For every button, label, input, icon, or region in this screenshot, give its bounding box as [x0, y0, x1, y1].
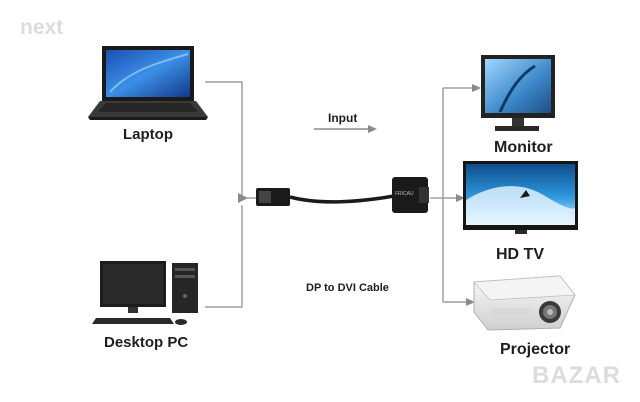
laptop-icon — [88, 46, 208, 120]
monitor-label: Monitor — [494, 139, 553, 156]
cable-label: DP to DVI Cable — [306, 282, 389, 294]
input-arrow-icon — [314, 125, 377, 133]
input-label: Input — [328, 111, 358, 125]
tv-arrow-icon — [456, 194, 465, 202]
monitor-icon — [481, 55, 555, 131]
projector-arrow-icon — [466, 298, 475, 306]
laptop-label: Laptop — [123, 126, 173, 143]
connection-lines — [205, 81, 478, 308]
adapter-brand: FRICAU — [395, 191, 414, 197]
source-arrow-icon — [238, 193, 248, 203]
dp-to-dvi-cable-icon — [256, 177, 429, 213]
desktop-pc-label: Desktop PC — [104, 334, 189, 351]
watermark-top: next — [20, 16, 64, 39]
projector-icon — [473, 275, 576, 331]
desktop-line — [205, 205, 243, 308]
projector-label: Projector — [500, 341, 571, 358]
watermark-bottom: BAZAR — [532, 362, 621, 389]
monitor-arrow-icon — [472, 84, 481, 92]
laptop-line — [205, 81, 243, 195]
hd-tv-label: HD TV — [496, 246, 544, 263]
hd-tv-icon — [463, 161, 578, 234]
desktop-pc-icon — [92, 261, 198, 325]
